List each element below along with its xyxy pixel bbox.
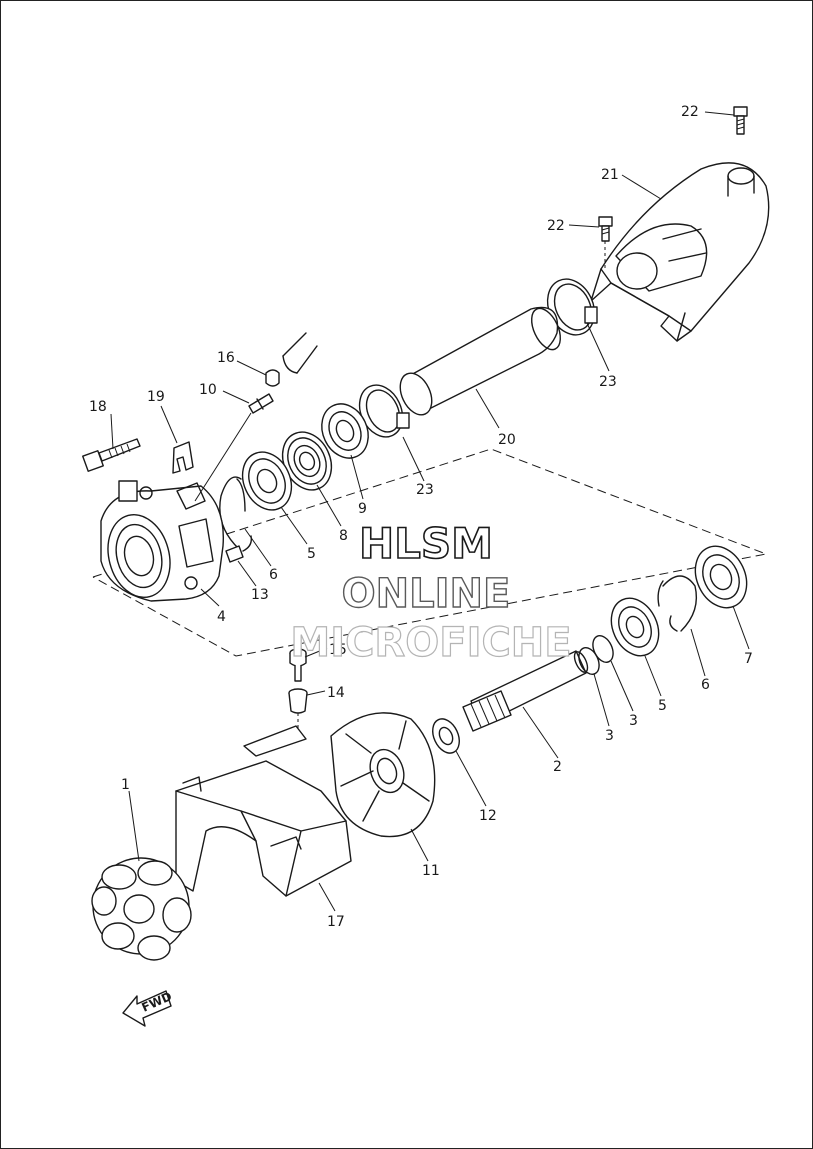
callout-21: 21 bbox=[601, 167, 619, 183]
fwd-arrow-icon: FWD bbox=[122, 989, 174, 1027]
part-12-washer bbox=[432, 718, 460, 754]
leader-lines bbox=[110, 111, 750, 912]
callout-11: 11 bbox=[422, 863, 440, 879]
callout-22b: 22 bbox=[547, 218, 565, 234]
callout-6b: 6 bbox=[701, 677, 710, 693]
part-18-bolt bbox=[82, 438, 141, 472]
callout-23b: 23 bbox=[416, 482, 434, 498]
part-21-cover bbox=[590, 162, 770, 342]
callout-6a: 6 bbox=[269, 567, 278, 583]
callout-1: 1 bbox=[121, 777, 130, 793]
part-5-bearing-lower bbox=[610, 597, 660, 657]
callout-18: 18 bbox=[89, 399, 107, 415]
callout-7: 7 bbox=[744, 651, 753, 667]
watermark-line-2: ONLINE bbox=[342, 571, 511, 617]
watermark: HLSM ONLINE MICROFICHE bbox=[290, 518, 572, 666]
assembly-outline bbox=[92, 448, 768, 657]
callout-8: 8 bbox=[339, 528, 348, 544]
part-22-bolt-upper bbox=[733, 106, 748, 135]
callout-3b: 3 bbox=[605, 728, 614, 744]
callout-19: 19 bbox=[147, 389, 165, 405]
callout-10: 10 bbox=[199, 382, 217, 398]
part-3-o-ring-b bbox=[592, 635, 614, 663]
part-14-bushing bbox=[288, 688, 308, 731]
part-5-bearing-upper bbox=[241, 451, 293, 511]
part-13-pin bbox=[225, 545, 244, 563]
part-17-bracket bbox=[175, 725, 352, 897]
part-22-bolt-lower bbox=[598, 216, 613, 269]
callout-13: 13 bbox=[251, 587, 269, 603]
callout-22a: 22 bbox=[681, 104, 699, 120]
part-10-nipple bbox=[194, 393, 274, 502]
callout-2: 2 bbox=[553, 759, 562, 775]
callout-5b: 5 bbox=[658, 698, 667, 714]
part-19-plate bbox=[172, 441, 194, 474]
callout-4: 4 bbox=[217, 609, 226, 625]
callout-3a: 3 bbox=[629, 713, 638, 729]
callout-12: 12 bbox=[479, 808, 497, 824]
callout-23a: 23 bbox=[599, 374, 617, 390]
part-11-impeller bbox=[330, 712, 436, 838]
part-6-circlip-lower bbox=[657, 575, 698, 632]
part-7-bearing bbox=[694, 545, 748, 609]
watermark-line-1: HLSM bbox=[359, 519, 493, 568]
part-1-damper bbox=[91, 857, 192, 961]
watermark-line-3: MICROFICHE bbox=[290, 620, 571, 666]
part-16-hose-clip bbox=[265, 332, 318, 387]
callout-20: 20 bbox=[498, 432, 516, 448]
callout-15: 15 bbox=[329, 642, 347, 658]
callouts: 22 21 22 23 20 23 16 10 18 19 9 8 5 6 13… bbox=[89, 104, 753, 930]
callout-16: 16 bbox=[217, 350, 235, 366]
part-9-seal bbox=[321, 403, 369, 459]
callout-17: 17 bbox=[327, 914, 345, 930]
part-20-hose bbox=[399, 306, 562, 416]
part-15-bolt bbox=[289, 648, 307, 682]
callout-14: 14 bbox=[327, 685, 345, 701]
callout-5a: 5 bbox=[307, 546, 316, 562]
part-4-housing bbox=[100, 480, 225, 602]
callout-9: 9 bbox=[358, 501, 367, 517]
